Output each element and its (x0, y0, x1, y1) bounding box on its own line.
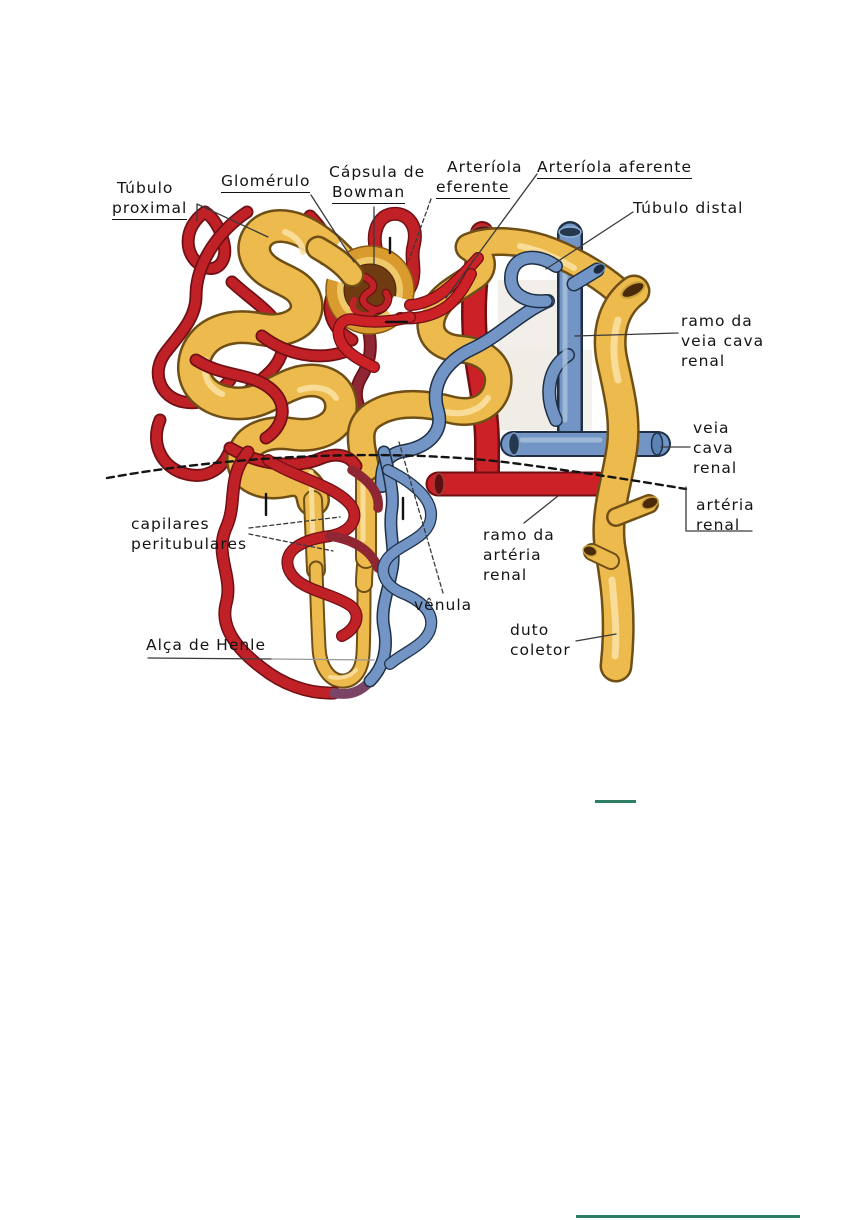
label-line: duto (510, 621, 550, 639)
label-line: Arteríola (447, 158, 523, 176)
label-alca-de-henle: Alça de Henle (146, 635, 266, 655)
label-line: Túbulo (117, 179, 174, 197)
artery-cut-end-icon (433, 472, 445, 496)
flow-arrows (264, 492, 405, 521)
label-line: veia cava (681, 332, 765, 350)
label-arteriola-aferente: Arteríola aferente (537, 157, 692, 179)
label-capilares-peritubulares: capilares peritubulares (131, 514, 247, 554)
vein-cut-end-icon (507, 432, 521, 456)
vein-cut-end-icon (558, 226, 582, 238)
label-line: artéria (696, 496, 755, 514)
label-line: Alça de Henle (146, 636, 267, 654)
label-ramo-arteria-renal: ramo da artéria renal (483, 525, 555, 585)
duct-cut-end-icon (582, 545, 598, 557)
bowman-capsule (314, 214, 478, 367)
label-ramo-veia-cava: ramo da veia cava renal (681, 311, 764, 371)
label-line: renal (483, 566, 528, 584)
label-veia-cava-renal: veia cava renal (693, 418, 737, 478)
label-line: eferente (436, 177, 510, 199)
label-venula: vênula (414, 595, 472, 615)
glomerulus (347, 272, 393, 319)
label-line: renal (696, 516, 741, 534)
collecting-duct (582, 279, 660, 666)
teal-divider-long (576, 1215, 800, 1218)
label-line: coletor (510, 641, 571, 659)
label-tubulo-proximal: Túbulo proximal (112, 178, 188, 220)
label-line: capilares (131, 515, 210, 533)
label-line: Túbulo distal (633, 199, 744, 217)
label-arteriola-eferente: Arteríola eferente (436, 157, 523, 199)
label-glomerulo: Glomérulo (221, 171, 311, 193)
label-line: proximal (112, 198, 188, 220)
label-line: peritubulares (131, 535, 248, 553)
label-line: Bowman (332, 182, 406, 204)
cortex-medulla-boundary (105, 453, 688, 491)
label-line: Arteríola aferente (537, 157, 692, 179)
vein-cut-end-icon (592, 263, 606, 275)
teal-divider-short (595, 800, 636, 803)
label-line: Glomérulo (221, 171, 311, 193)
duct-cut-end-icon (641, 496, 659, 510)
label-line: artéria (483, 546, 542, 564)
label-tubulo-distal: Túbulo distal (633, 198, 743, 218)
label-line: renal (693, 459, 738, 477)
label-arteria-renal: artéria renal (696, 495, 755, 535)
nephron-illustration (105, 173, 753, 750)
label-line: vênula (414, 596, 473, 614)
label-line: ramo da (681, 312, 753, 330)
label-line: Cápsula de (329, 163, 426, 181)
duct-cut-end-icon (620, 281, 646, 299)
renal-vein-branch (509, 227, 663, 455)
leader-lines (147, 173, 753, 661)
label-line: cava (693, 439, 734, 457)
venule-network (382, 258, 606, 486)
label-line: veia (693, 419, 730, 437)
vein-rounded-end-icon (650, 432, 664, 456)
label-line: renal (681, 352, 726, 370)
label-duto-coletor: duto coletor (510, 620, 571, 660)
label-capsula-bowman: Cápsula de Bowman (329, 162, 425, 204)
label-line: ramo da (483, 526, 555, 544)
